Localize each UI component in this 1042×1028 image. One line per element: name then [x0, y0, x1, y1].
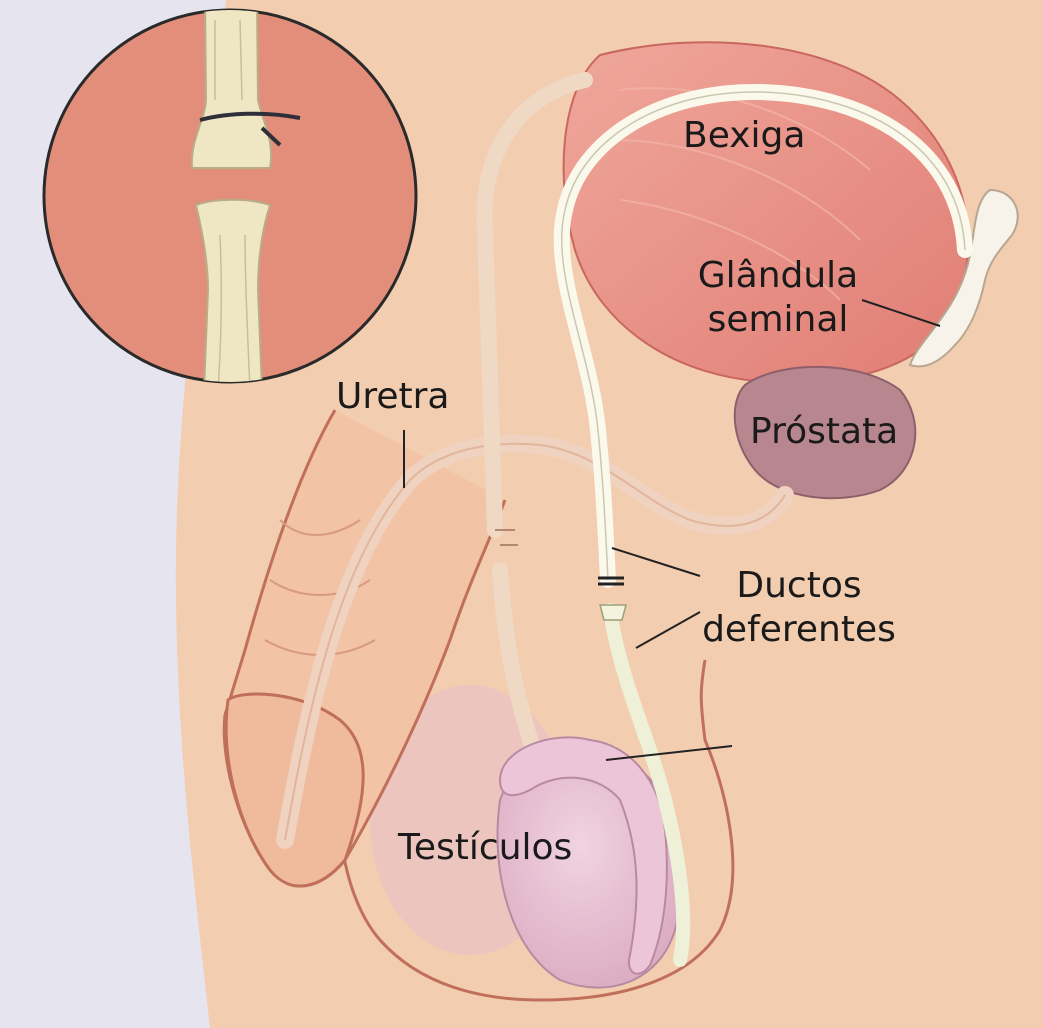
seminal-label-line1: Glândula [697, 255, 859, 296]
inset-upper-duct [190, 10, 273, 169]
vasectomy-inset [42, 8, 418, 384]
seminal-leader [861, 299, 941, 327]
inset-duct-texture [214, 19, 251, 382]
vas-ligature [598, 576, 624, 586]
bladder-muscle-lines [614, 87, 871, 301]
epididymis-leader [605, 745, 733, 761]
ducts-leader-upper [611, 547, 701, 577]
urethra-outline [284, 442, 786, 841]
seminal-label-line2: seminal [707, 299, 849, 340]
testicles-label: Testículos [398, 827, 573, 868]
inset-suture [199, 111, 301, 147]
scrotum [337, 659, 735, 1002]
ducts-label-line2: deferentes [702, 609, 896, 650]
prostate-label: Próstata [750, 411, 899, 452]
ducts-label-line1: Ductos [736, 565, 862, 606]
prostate [733, 365, 917, 500]
back-ligature [495, 529, 518, 546]
bladder-label: Bexiga [683, 115, 806, 156]
ducts-leader-lower [635, 611, 701, 649]
seminal-gland [908, 188, 1019, 368]
vas-deferens-upper-outline [561, 91, 966, 581]
epididymis [498, 736, 668, 975]
vas-cut-end [599, 604, 627, 621]
urethra-label: Uretra [336, 376, 450, 417]
inset-lower-duct [194, 198, 272, 382]
vas-deferens-lower [603, 603, 691, 967]
bladder [562, 41, 970, 384]
